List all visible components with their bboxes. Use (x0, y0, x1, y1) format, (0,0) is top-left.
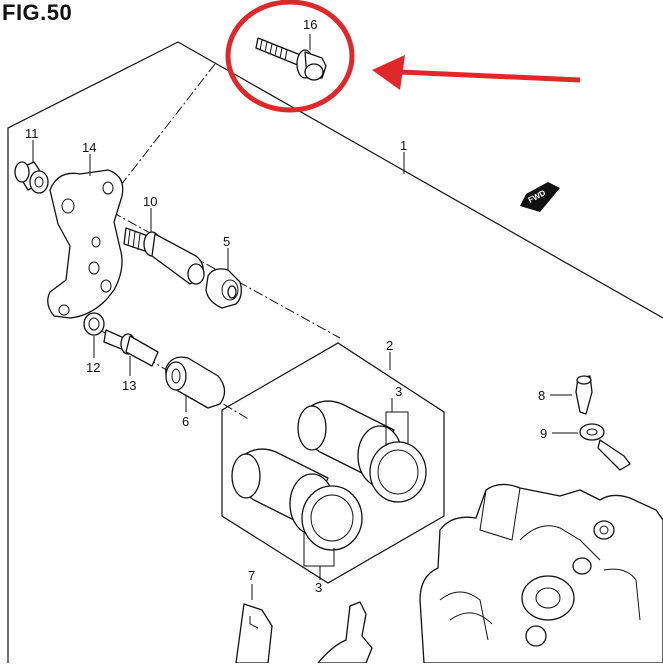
part-10-slide-pin[interactable] (123, 227, 205, 285)
centerline-lower (99, 329, 251, 421)
callout-12: 12 (86, 360, 100, 375)
part-11-bushing[interactable] (14, 161, 49, 194)
fwd-direction-badge: FWD (520, 182, 560, 212)
callout-2: 2 (386, 338, 393, 353)
callout-13: 13 (122, 378, 136, 393)
part-5-boot[interactable] (205, 268, 242, 309)
callout-14: 14 (82, 140, 96, 155)
callout-8: 8 (538, 388, 545, 403)
callout-3-upper: 3 (395, 384, 402, 399)
part-12-washer[interactable] (83, 312, 105, 336)
callout-16: 16 (303, 17, 317, 32)
leader-lines (32, 34, 578, 600)
part-9-cap[interactable] (579, 423, 631, 471)
part-13-pin[interactable] (103, 329, 159, 367)
callout-7: 7 (248, 568, 255, 583)
callout-5: 5 (223, 234, 230, 249)
part-1-caliper-body[interactable] (419, 483, 663, 664)
callout-3-lower: 3 (315, 580, 322, 595)
highlight-arrow (372, 55, 581, 90)
part-14-bracket[interactable] (47, 169, 124, 319)
centerline-bolt (99, 63, 216, 213)
callout-1: 1 (400, 138, 407, 153)
figure-title: FIG.50 (2, 0, 73, 25)
part-8-bleeder[interactable] (575, 375, 593, 415)
callout-6: 6 (182, 414, 189, 429)
part-3-seal-lower[interactable] (289, 473, 363, 551)
part-7-pad[interactable] (235, 601, 373, 664)
assembly-frame (7, 41, 663, 663)
part-6-boot[interactable] (165, 356, 226, 409)
callout-11: 11 (25, 126, 39, 141)
callout-9: 9 (540, 426, 547, 441)
highlight-circle (225, 0, 355, 113)
piston-frame (221, 342, 445, 584)
part-16-bolt[interactable] (255, 37, 327, 81)
callout-10: 10 (143, 194, 157, 209)
part-3-seal-upper[interactable] (357, 425, 427, 503)
